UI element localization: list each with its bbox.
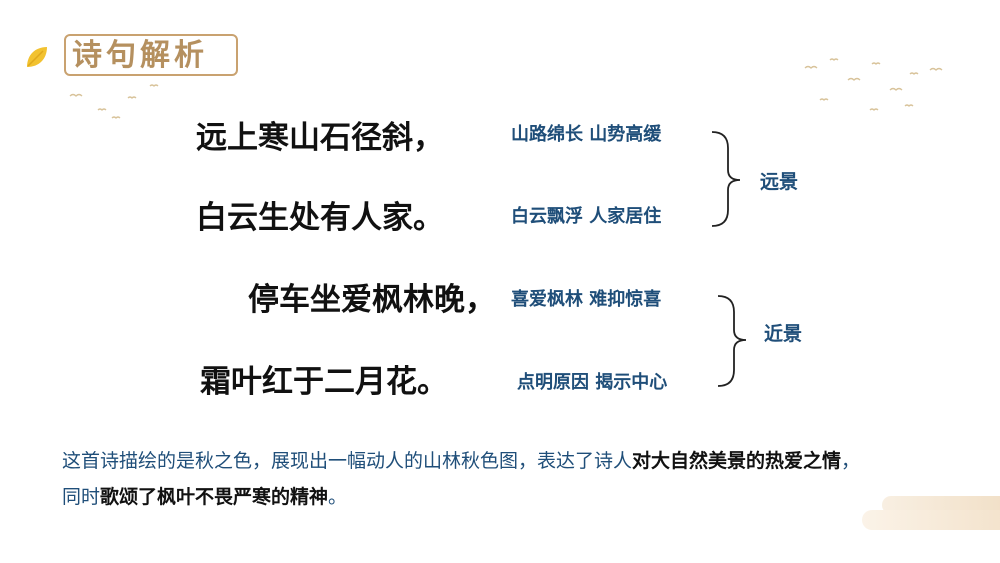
summary-line-2: 同时歌颂了枫叶不畏严寒的精神。 — [62, 484, 347, 510]
summary-line-1-end: ， — [841, 450, 861, 472]
group-label-near: 近景 — [764, 323, 803, 345]
summary-line-2-end: 。 — [328, 486, 348, 508]
decorative-bar-upper — [882, 496, 1000, 514]
brace-near — [717, 295, 747, 387]
summary-line-2-emphasis: 歌颂了枫叶不畏严寒的精神 — [100, 486, 329, 508]
leaf-icon — [27, 47, 47, 67]
brace-far — [711, 131, 741, 227]
note-3: 喜爱枫林 难抑惊喜 — [511, 289, 662, 310]
poem-line-4: 霜叶红于二月花。 — [200, 364, 448, 400]
title-frame — [64, 34, 238, 76]
page-title: 诗句解析 — [72, 38, 208, 73]
note-4: 点明原因 揭示中心 — [517, 372, 668, 393]
summary-line-1-emphasis: 对大自然美景的热爱之情 — [632, 450, 842, 472]
note-2: 白云飘浮 人家居住 — [511, 206, 662, 227]
decorative-bar-lower — [862, 510, 1000, 530]
summary-line-2-text: 同时 — [62, 486, 101, 508]
group-label-far: 远景 — [760, 171, 799, 193]
poem-line-3: 停车坐爱枫林晚， — [248, 282, 496, 318]
summary-line-1-text: 这首诗描绘的是秋之色，展现出一幅动人的山林秋色图，表达了诗人 — [62, 450, 633, 472]
poem-line-1: 远上寒山石径斜， — [196, 120, 444, 156]
poem-line-2: 白云生处有人家。 — [196, 200, 444, 236]
summary-line-1: 这首诗描绘的是秋之色，展现出一幅动人的山林秋色图，表达了诗人对大自然美景的热爱之… — [62, 448, 860, 474]
note-1: 山路绵长 山势高缓 — [511, 124, 662, 145]
